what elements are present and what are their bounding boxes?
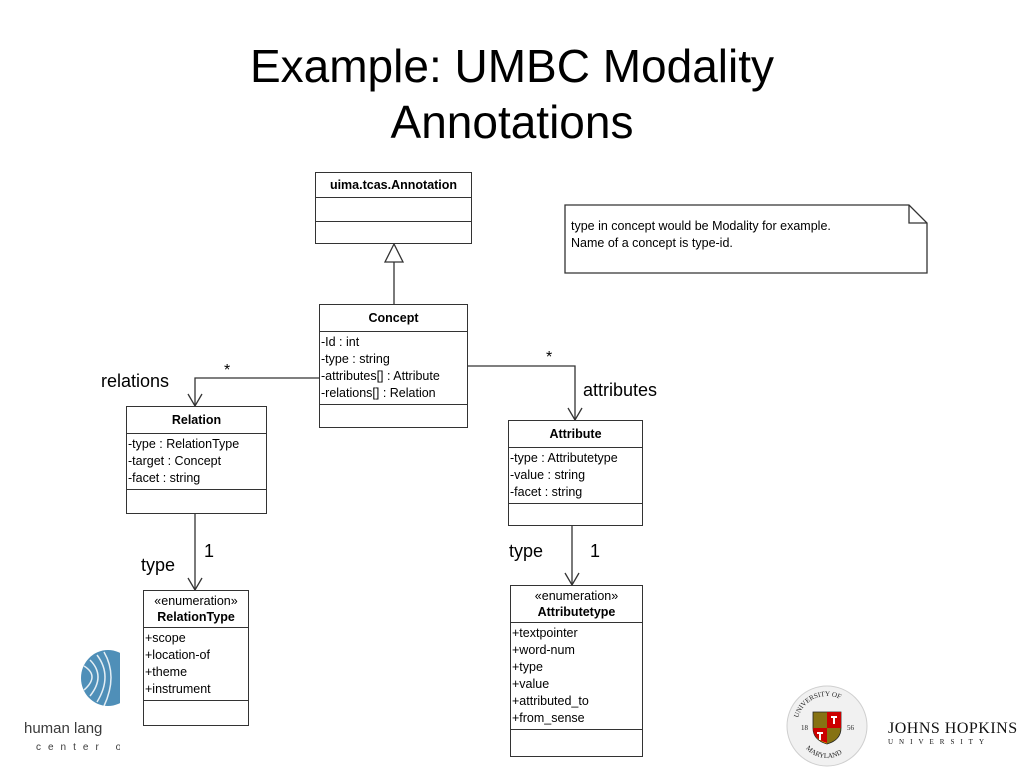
- attribute-item: -type : RelationType: [128, 437, 240, 451]
- class-name: Concept: [320, 305, 467, 332]
- enum-relation-type: «enumeration» RelationType +scope +locat…: [143, 590, 249, 726]
- hlt-logo-text: human lang: [24, 720, 103, 737]
- enum-literals: +scope +location-of +theme +instrument: [144, 628, 248, 701]
- enum-attribute-type: «enumeration» Attributetype +textpointer…: [510, 585, 643, 757]
- relations-association-line: [194, 377, 319, 406]
- hlt-logo: human lang center o: [0, 650, 120, 760]
- attributes-multiplicity: *: [546, 349, 553, 366]
- attribute-type-role-label: type: [509, 541, 544, 561]
- note-line1: type in concept would be Modality for ex…: [571, 219, 831, 233]
- enum-operations-compartment: [144, 701, 248, 719]
- enum-literal: +attributed_to: [512, 694, 589, 708]
- class-attributes: -type : Attributetype -value : string -f…: [509, 448, 642, 504]
- relations-role-label: relations: [101, 371, 170, 391]
- class-operations-compartment: [509, 504, 642, 522]
- note-fold: [908, 205, 927, 224]
- class-operations-compartment: [127, 490, 266, 508]
- enum-header: «enumeration» RelationType: [144, 591, 248, 628]
- enum-literal: +scope: [145, 631, 186, 645]
- relation-type-multiplicity: 1: [204, 541, 215, 561]
- enum-header: «enumeration» Attributetype: [511, 586, 642, 623]
- attribute-item: -target : Concept: [128, 454, 222, 468]
- class-attributes: -Id : int -type : string -attributes[] :…: [320, 332, 467, 405]
- enum-literal: +location-of: [145, 648, 210, 662]
- attribute-item: -facet : string: [510, 485, 583, 499]
- jhu-logo: JOHNS HOPKINS UNIVERSITY: [888, 720, 1018, 746]
- enum-literals: +textpointer +word-num +type +value +att…: [511, 623, 642, 730]
- enum-name: RelationType: [157, 610, 235, 624]
- enum-literal: +value: [512, 677, 550, 691]
- enum-stereotype: «enumeration»: [534, 589, 619, 603]
- attribute-item: -relations[] : Relation: [321, 386, 436, 400]
- attributes-association-line: [467, 365, 576, 420]
- attributes-role-label: attributes: [583, 380, 658, 400]
- enum-stereotype: «enumeration»: [154, 594, 238, 608]
- umd-seal-year-right: 56: [847, 724, 855, 732]
- attribute-item: -value : string: [510, 468, 586, 482]
- umd-seal-icon: UNIVERSITY OF MARYLAND 18 56: [786, 685, 868, 767]
- enum-literal: +type: [512, 660, 543, 674]
- class-name: uima.tcas.Annotation: [316, 173, 471, 198]
- enum-operations-compartment: [511, 730, 642, 748]
- enum-literal: +textpointer: [512, 626, 578, 640]
- class-attribute: Attribute -type : Attributetype -value :…: [508, 420, 643, 526]
- attribute-item: -Id : int: [321, 335, 360, 349]
- attribute-item: -type : string: [321, 352, 390, 366]
- slide-title: Example: UMBC Modality Annotations: [0, 38, 1024, 150]
- class-concept: Concept -Id : int -type : string -attrib…: [319, 304, 468, 428]
- class-attributes: -type : RelationType -target : Concept -…: [127, 434, 266, 490]
- attribute-item: -type : Attributetype: [510, 451, 618, 465]
- attribute-type-multiplicity: 1: [590, 541, 601, 561]
- relations-multiplicity: *: [224, 362, 231, 379]
- attribute-item: -facet : string: [128, 471, 201, 485]
- umd-seal-year-left: 18: [801, 724, 809, 732]
- umd-shield: [812, 711, 842, 745]
- slide-title-line1: Example: UMBC Modality: [249, 40, 775, 92]
- class-annotation: uima.tcas.Annotation: [315, 172, 472, 244]
- slide-title-line2: Annotations: [390, 96, 634, 148]
- enum-literal: +word-num: [512, 643, 575, 657]
- relation-type-role-label: type: [141, 555, 176, 575]
- class-operations-compartment: [320, 405, 467, 423]
- generalization-arrowhead: [383, 242, 405, 263]
- note-line2: Name of a concept is type-id.: [571, 236, 733, 250]
- enum-literal: +theme: [145, 665, 188, 679]
- enum-name: Attributetype: [537, 605, 616, 619]
- enum-literal: +instrument: [145, 682, 211, 696]
- class-name: Attribute: [509, 421, 642, 448]
- class-name: Relation: [127, 407, 266, 434]
- hlt-globe-icon: [81, 650, 120, 707]
- attribute-item: -attributes[] : Attribute: [321, 369, 440, 383]
- diagram-note: type in concept would be Modality for ex…: [565, 205, 927, 273]
- class-attributes-compartment: [316, 198, 471, 222]
- hlt-logo-subtext: center o: [36, 742, 120, 753]
- jhu-logo-name: JOHNS HOPKINS: [888, 720, 1018, 737]
- class-relation: Relation -type : RelationType -target : …: [126, 406, 267, 514]
- note-shape: [564, 204, 928, 274]
- umd-seal-logo: UNIVERSITY OF MARYLAND 18 56: [785, 684, 869, 768]
- enum-literal: +from_sense: [512, 711, 585, 725]
- jhu-logo-subtext: UNIVERSITY: [888, 738, 990, 746]
